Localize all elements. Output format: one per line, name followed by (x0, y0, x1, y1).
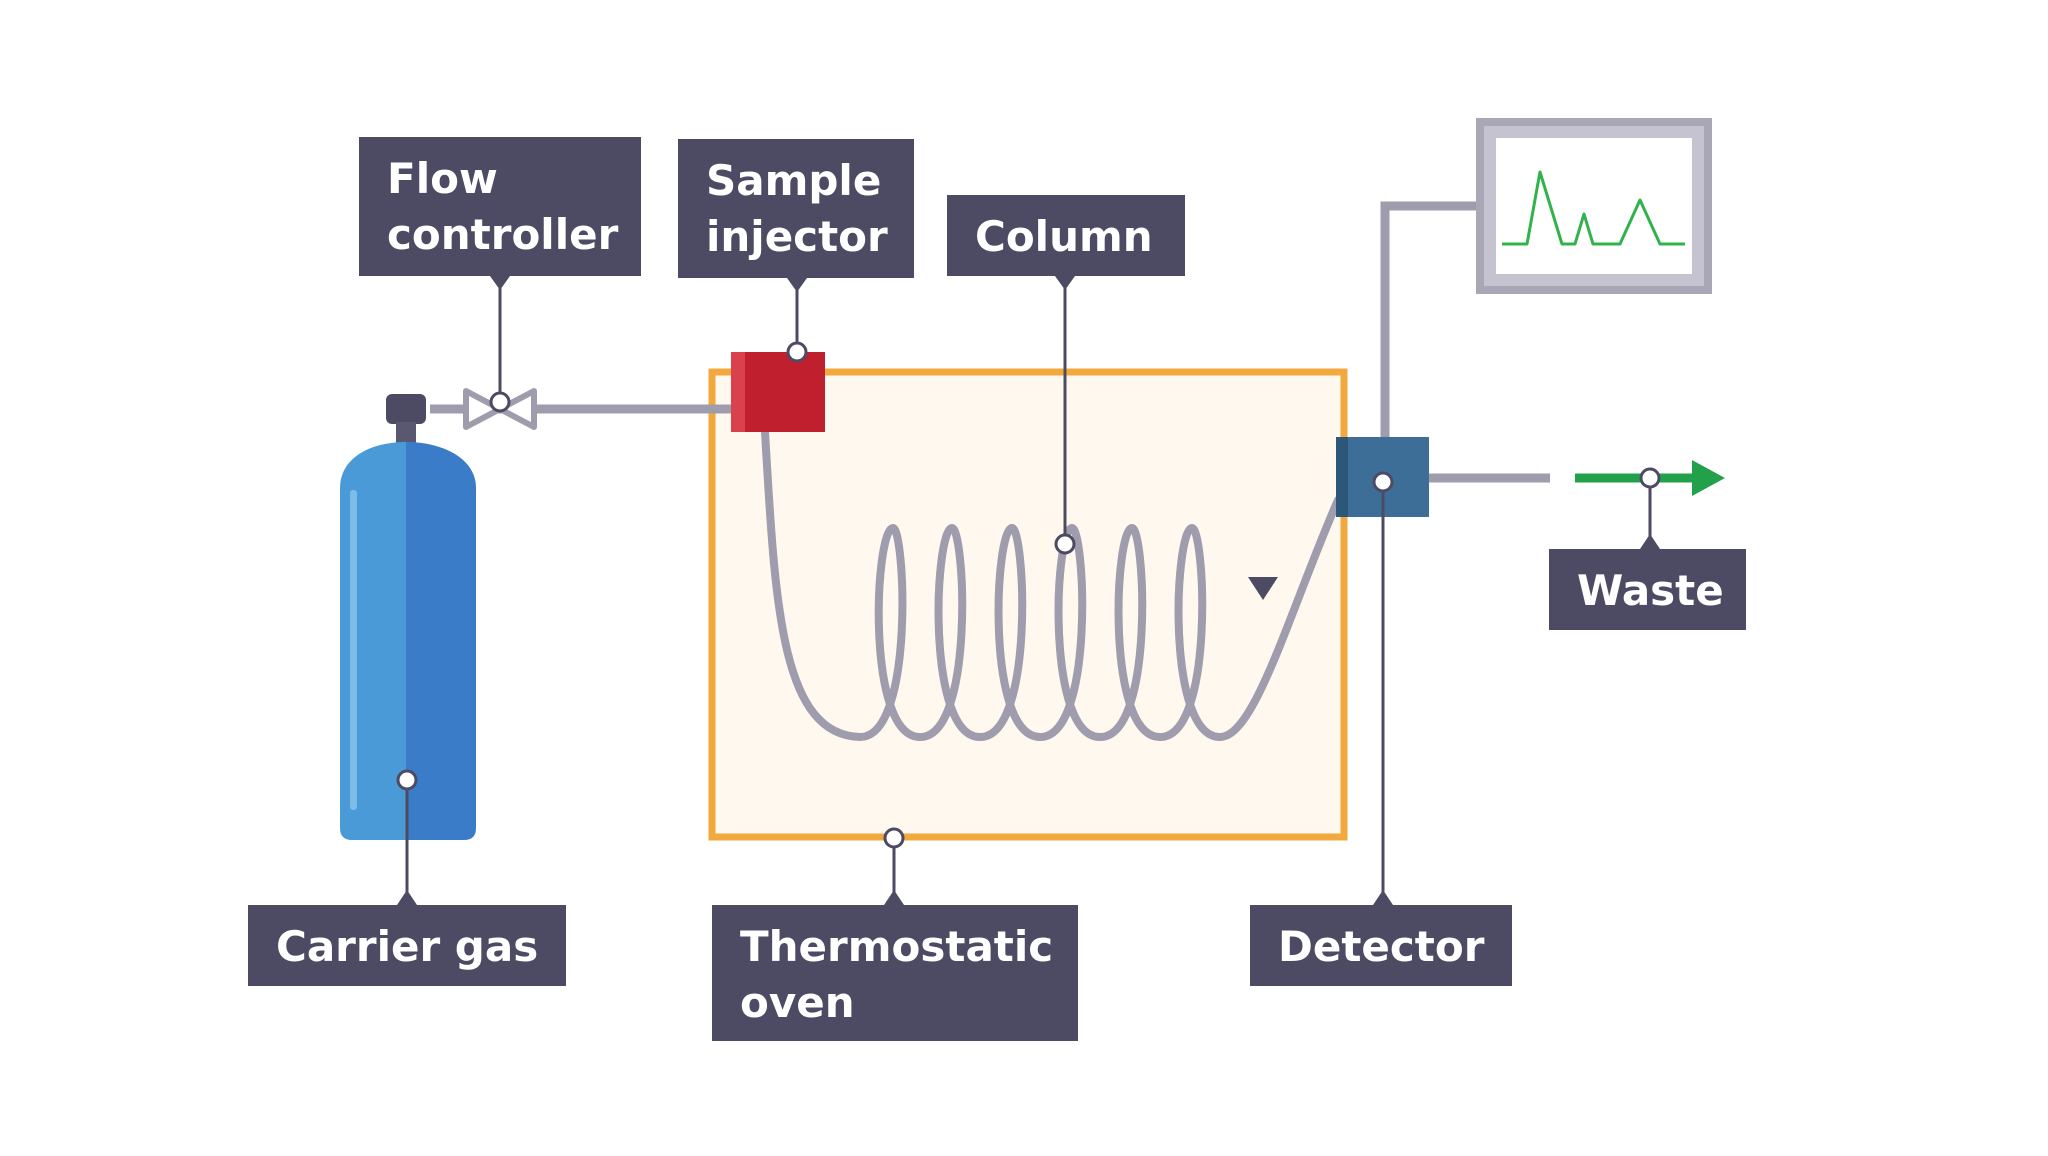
anchor-flow-controller (489, 391, 511, 413)
detector-label: Detector (1250, 905, 1512, 986)
monitor-icon (1476, 118, 1712, 294)
column-tubing (761, 428, 1342, 742)
signal-pipe (1380, 201, 1482, 440)
anchor-detector (1372, 471, 1394, 493)
column-label: Column (947, 195, 1185, 276)
chromatogram-trace (1502, 170, 1685, 246)
arrow-right-icon (1575, 460, 1725, 496)
flow-controller-label: Flow controller (359, 137, 641, 276)
waste-line-1: Waste (1577, 566, 1724, 615)
anchor-carrier-gas (396, 769, 418, 791)
sample-injector-block (731, 352, 825, 432)
carrier-gas-line-1: Carrier gas (276, 922, 539, 971)
sample-injector-line-1: Sample (706, 156, 882, 205)
gas-cylinder-icon (340, 394, 476, 840)
anchor-thermostatic-oven (883, 827, 905, 849)
sample-injector-label: Sample injector (678, 139, 914, 278)
leader-notches (397, 276, 1660, 905)
sample-injector-line-2: injector (706, 212, 888, 261)
sample-injector-highlight (731, 352, 745, 432)
thermostatic-oven-line-1: Thermostatic (740, 922, 1054, 971)
anchor-dots (396, 341, 1661, 849)
detector-line-1: Detector (1278, 922, 1485, 971)
waste-label: Waste (1549, 549, 1746, 630)
thermostatic-oven-line-2: oven (740, 978, 855, 1027)
anchor-waste (1639, 467, 1661, 489)
leader-lines (405, 274, 1652, 905)
anchor-column (1054, 533, 1076, 555)
thermostatic-oven-box (708, 368, 1348, 841)
thermostatic-oven-label: Thermostatic oven (712, 905, 1078, 1041)
flow-controller-line-2: controller (387, 210, 619, 259)
flow-controller-line-1: Flow (387, 154, 498, 203)
detector-shade (1336, 437, 1348, 517)
anchor-sample-injector (786, 341, 808, 363)
valve-icon (463, 388, 537, 430)
carrier-gas-label: Carrier gas (248, 905, 566, 986)
oven-marker-icon (1248, 577, 1278, 600)
column-line-1: Column (975, 212, 1153, 261)
